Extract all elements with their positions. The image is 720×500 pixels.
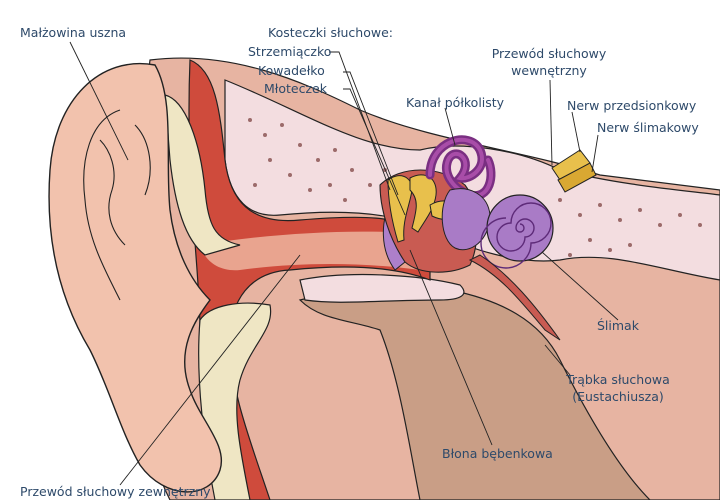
pinna-shape: [48, 62, 223, 493]
label-malleus: Młoteczek: [264, 81, 327, 96]
malleus-bone: [387, 175, 413, 243]
label-eardrum: Błona bębenkowa: [442, 446, 553, 461]
label-external-canal: Przewód słuchowy zewnętrzny: [20, 484, 211, 499]
leader-malleus: [343, 88, 406, 216]
external-ear-canal: [200, 231, 420, 271]
leader-stapes: [329, 51, 391, 191]
leader-vestibular: [571, 111, 581, 153]
leader-pinna: [69, 41, 129, 161]
label-ossicles-heading: Kosteczki słuchowe:: [268, 25, 393, 40]
bone-pores: [248, 118, 702, 257]
pinna-fold: [83, 109, 151, 301]
leader-cochlear: [591, 134, 599, 173]
label-internal-canal-line1: Przewód słuchowy: [491, 46, 607, 61]
label-eustachian-line2: (Eustachiusza): [572, 389, 664, 404]
label-stapes: Strzemiączko: [248, 44, 332, 59]
leader-external-canal: [119, 254, 301, 486]
leader-incus: [343, 71, 399, 196]
label-pinna: Małżowina uszna: [20, 25, 127, 40]
leader-lines: [69, 41, 619, 486]
label-vestibular-nerve: Nerw przedsionkowy: [567, 98, 697, 113]
eustachian-tube: [468, 254, 561, 341]
label-cochlear-nerve: Nerw ślimakowy: [597, 120, 699, 135]
label-cochlea: Ślimak: [597, 318, 639, 333]
cochlea-spiral: [480, 202, 552, 269]
vestibule: [441, 188, 491, 251]
label-eustachian-line1: Trąbka słuchowa: [566, 372, 670, 387]
leader-cochlea: [541, 251, 619, 321]
leader-eardrum: [409, 249, 493, 446]
cochlear-nerve: [557, 162, 597, 193]
leader-eustachian: [544, 344, 571, 376]
leader-semicircular: [444, 107, 456, 146]
label-semicircular-canal: Kanał półkolisty: [406, 95, 505, 110]
cartilage-upper: [164, 94, 241, 256]
label-incus: Kowadełko: [258, 63, 325, 78]
leader-internal-canal: [549, 79, 553, 166]
cochlea-body: [486, 194, 554, 262]
label-internal-canal-line2: wewnętrzny: [511, 63, 587, 78]
